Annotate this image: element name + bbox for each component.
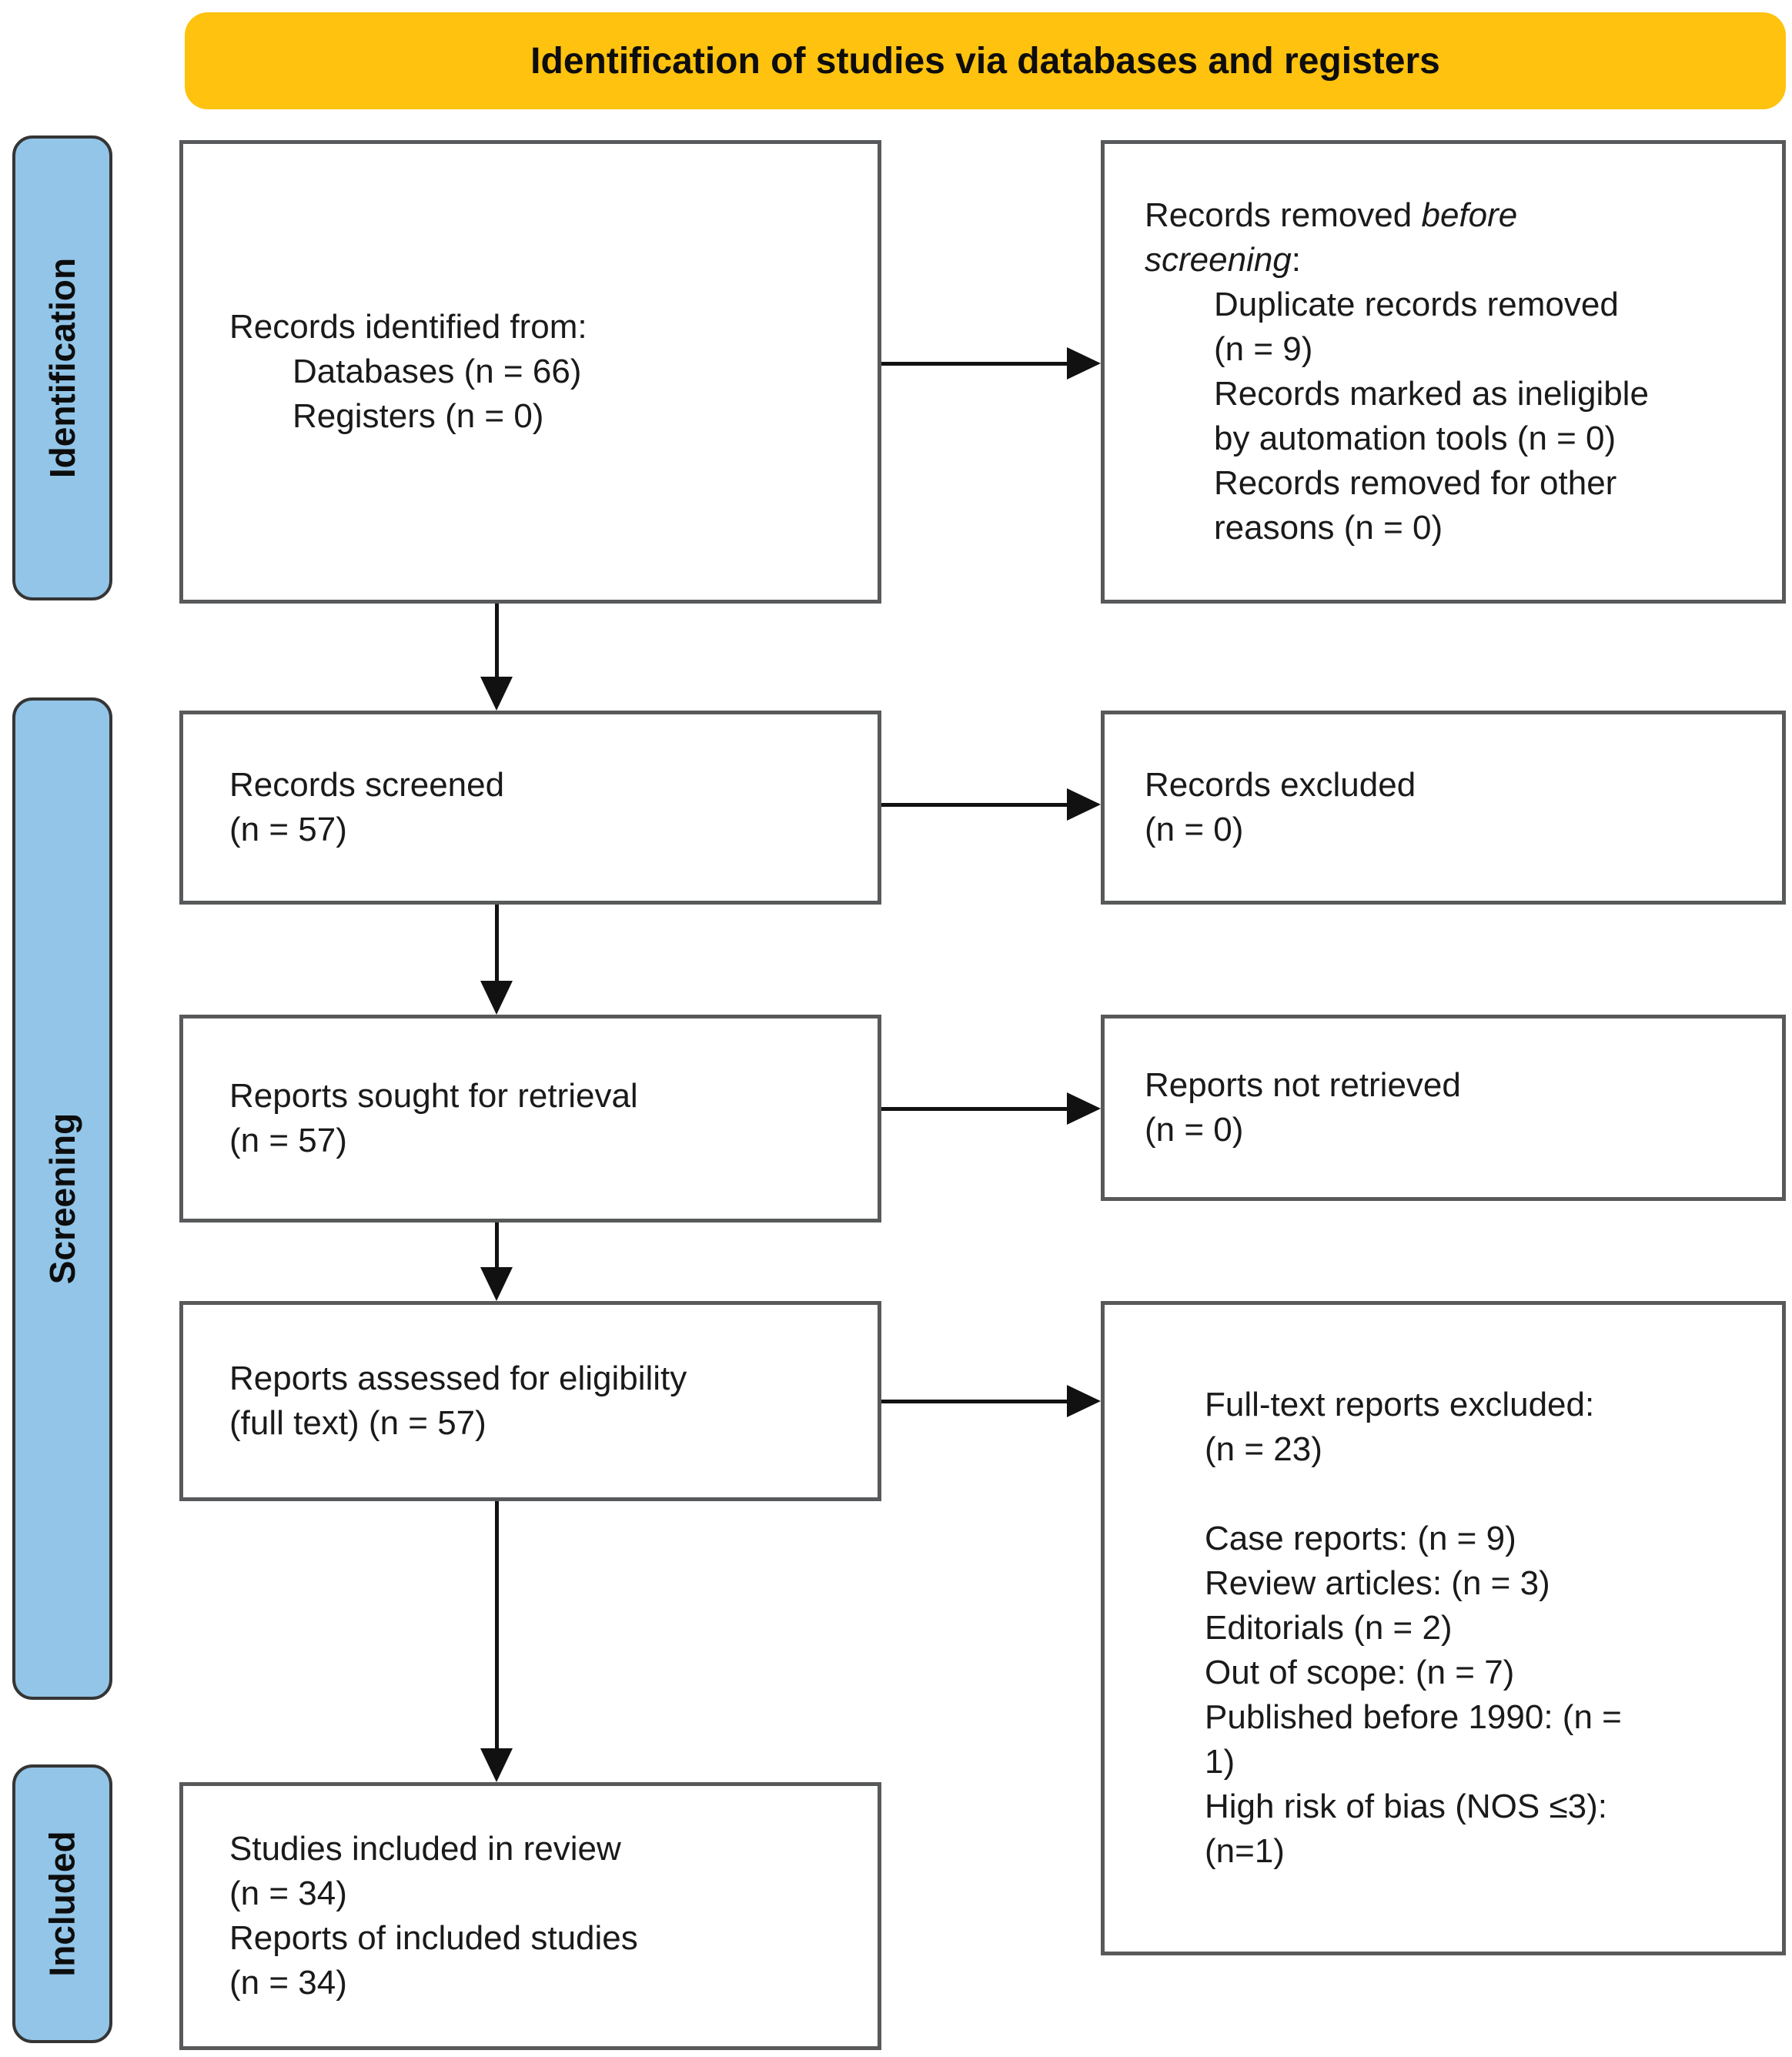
included-phase-label: Included <box>42 1831 82 1977</box>
fulltext-excluded-reason: Editorials (n = 2) <box>1205 1608 1453 1647</box>
records-excluded-line: Records excluded <box>1145 765 1416 804</box>
fulltext-excluded-reason: High risk of bias (NOS ≤3): <box>1205 1788 1607 1826</box>
fulltext-excluded-title: Full-text reports excluded: <box>1205 1385 1595 1423</box>
studies-included-line: Studies included in review <box>229 1829 621 1868</box>
reports-not-retrieved-count: (n = 0) <box>1145 1111 1244 1149</box>
fulltext-excluded-reason: Review articles: (n = 3) <box>1205 1564 1550 1602</box>
arrowhead-sought-to-assessed <box>480 1267 513 1301</box>
records-removed-line: by automation tools (n = 0) <box>1214 420 1616 458</box>
studies-included-count: (n = 34) <box>229 1874 347 1912</box>
reports-not-retrieved-box: Reports not retrieved (n = 0) <box>1101 1015 1786 1201</box>
records-removed-line: Records marked as ineligible <box>1214 375 1649 413</box>
records-excluded-box: Records excluded (n = 0) <box>1101 711 1786 905</box>
diagram-title-banner: Identification of studies via databases … <box>185 12 1786 109</box>
fulltext-excluded-reason: Out of scope: (n = 7) <box>1205 1654 1515 1692</box>
records-removed-title-italic2: screening <box>1145 240 1292 279</box>
arrowhead-assessed-to-fulltextexcluded <box>1067 1385 1101 1417</box>
fulltext-excluded-reason: Case reports: (n = 9) <box>1205 1519 1516 1557</box>
records-screened-box: Records screened (n = 57) <box>179 711 881 905</box>
records-removed-line: (n = 9) <box>1214 329 1313 368</box>
arrow-screened-to-excluded <box>881 803 1068 807</box>
arrow-identified-to-removed <box>881 362 1068 366</box>
reports-included-count: (n = 34) <box>229 1964 347 2002</box>
arrowhead-sought-to-notretrieved <box>1067 1092 1101 1125</box>
fulltext-excluded-spacer <box>1205 1472 1767 1517</box>
arrow-assessed-to-included <box>495 1501 499 1751</box>
fulltext-excluded-box: Full-text reports excluded: (n = 23) Cas… <box>1101 1301 1786 1955</box>
records-removed-title-italic1: before <box>1421 196 1518 234</box>
reports-sought-count: (n = 57) <box>229 1122 347 1159</box>
arrow-sought-to-assessed <box>495 1222 499 1270</box>
reports-assessed-line: Reports assessed for eligibility <box>229 1359 687 1397</box>
arrow-sought-to-notretrieved <box>881 1107 1068 1111</box>
records-removed-title-line2: screening: <box>1145 238 1767 283</box>
reports-included-line: Reports of included studies <box>229 1919 638 1957</box>
records-identified-databases: Databases (n = 66) <box>293 352 582 390</box>
arrowhead-assessed-to-included <box>480 1748 513 1782</box>
reports-sought-line: Reports sought for retrieval <box>229 1076 638 1115</box>
identification-phase-band: Identification <box>12 135 112 600</box>
records-removed-line: reasons (n = 0) <box>1214 509 1443 547</box>
identification-phase-label: Identification <box>42 257 83 479</box>
fulltext-excluded-reason: 1) <box>1205 1743 1235 1781</box>
arrowhead-screened-to-sought <box>480 981 513 1015</box>
arrow-identified-to-screened <box>495 604 499 679</box>
reports-assessed-count: (full text) (n = 57) <box>229 1404 486 1442</box>
arrow-assessed-to-fulltextexcluded <box>881 1400 1068 1403</box>
records-removed-title-suffix: : <box>1291 240 1302 279</box>
fulltext-excluded-count: (n = 23) <box>1205 1430 1322 1468</box>
fulltext-excluded-reason: Published before 1990: (n = <box>1205 1698 1622 1737</box>
reports-not-retrieved-line: Reports not retrieved <box>1145 1065 1461 1104</box>
records-identified-box: Records identified from: Databases (n = … <box>179 140 881 604</box>
records-removed-title-normal: Records removed <box>1145 196 1422 234</box>
records-removed-box: Records removed before screening: Duplic… <box>1101 140 1786 604</box>
reports-assessed-box: Reports assessed for eligibility (full t… <box>179 1301 881 1501</box>
records-excluded-count: (n = 0) <box>1145 811 1244 848</box>
reports-sought-box: Reports sought for retrieval (n = 57) <box>179 1015 881 1222</box>
arrowhead-identified-to-removed <box>1067 347 1101 380</box>
arrowhead-screened-to-excluded <box>1067 788 1101 821</box>
included-phase-band: Included <box>12 1764 112 2043</box>
studies-included-box: Studies included in review (n = 34) Repo… <box>179 1782 881 2050</box>
records-removed-line: Duplicate records removed <box>1214 285 1619 323</box>
records-screened-count: (n = 57) <box>229 811 347 848</box>
diagram-title: Identification of studies via databases … <box>530 40 1440 82</box>
fulltext-excluded-reason: (n=1) <box>1205 1832 1285 1871</box>
arrow-screened-to-sought <box>495 905 499 983</box>
records-identified-title: Records identified from: <box>229 307 587 346</box>
screening-phase-band: Screening <box>12 697 112 1700</box>
records-identified-registers: Registers (n = 0) <box>293 397 544 436</box>
screening-phase-label: Screening <box>42 1112 83 1285</box>
records-screened-line: Records screened <box>229 765 505 804</box>
arrowhead-identified-to-screened <box>480 677 513 711</box>
records-removed-title-line1: Records removed before <box>1145 193 1767 238</box>
records-removed-line: Records removed for other <box>1214 464 1617 503</box>
